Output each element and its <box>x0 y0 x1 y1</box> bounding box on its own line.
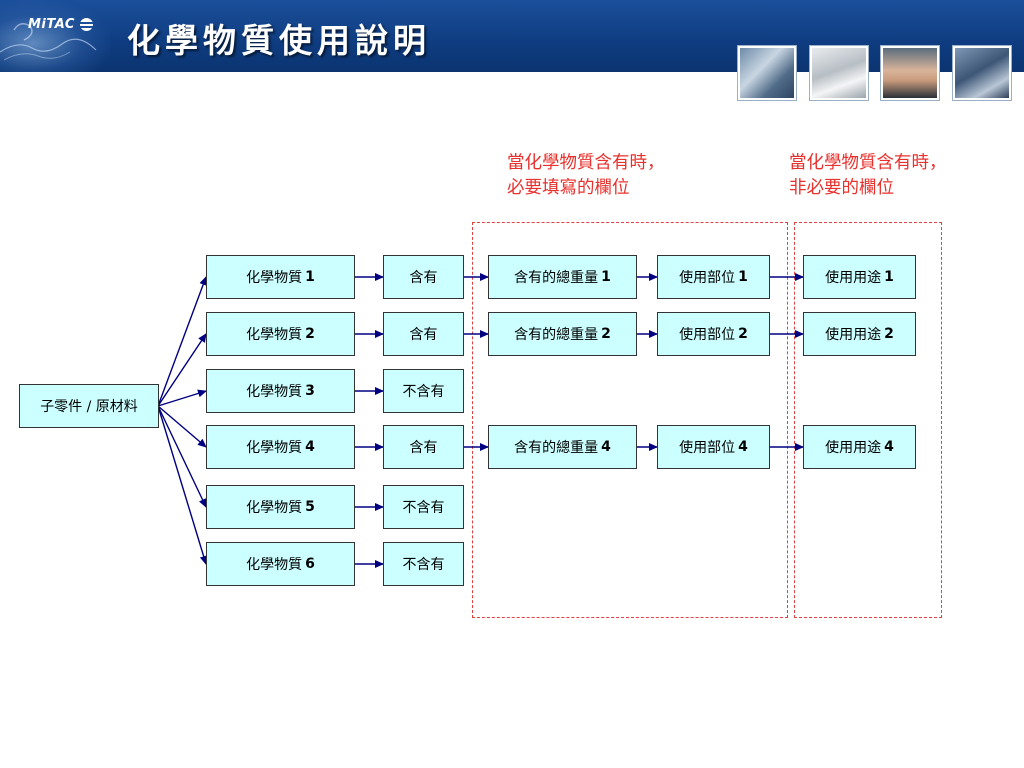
root-to-chemical-arrow <box>157 405 207 448</box>
root-to-chemical-arrow <box>157 405 207 508</box>
usage-part-box-label: 使用部位 <box>679 327 736 343</box>
usage-purpose-box-label: 使用用途 <box>825 327 882 343</box>
chemical-box-number: 5 <box>305 499 315 515</box>
total-weight-box-number: 4 <box>601 439 611 455</box>
tablet-photo <box>738 46 796 100</box>
company-logo: MiTAC <box>28 17 75 32</box>
required-fields-note: 當化學物質含有時， 必要填寫的欄位 <box>507 151 665 201</box>
optional-fields-note: 當化學物質含有時， 非必要的欄位 <box>789 151 947 201</box>
chemical-box-number: 2 <box>305 326 315 342</box>
status-box: 含有 <box>383 312 464 356</box>
status-box-label: 不含有 <box>402 557 445 573</box>
chemical-box-label: 化學物質 <box>246 440 303 456</box>
optional-fields-zone <box>794 222 942 618</box>
header-bar: MiTAC 化學物質使用說明 <box>0 0 1024 72</box>
usage-purpose-box-label: 使用用途 <box>825 270 882 286</box>
person-photo <box>881 46 939 100</box>
usage-part-box-label: 使用部位 <box>679 440 736 456</box>
root-part-box: 子零件 / 原材料 <box>19 384 159 428</box>
total-weight-box-label: 含有的總重量 <box>514 440 599 456</box>
chemical-box-label: 化學物質 <box>246 327 303 343</box>
chemical-box-number: 4 <box>305 439 315 455</box>
chemical-box-label: 化學物質 <box>246 500 303 516</box>
usage-part-box-number: 1 <box>738 269 748 285</box>
usage-part-box-number: 4 <box>738 439 748 455</box>
page-title: 化學物質使用說明 <box>127 21 431 60</box>
usage-purpose-box-label: 使用用途 <box>825 440 882 456</box>
note-line: 非必要的欄位 <box>789 178 894 198</box>
chemical-box-label: 化學物質 <box>246 270 303 286</box>
total-weight-box-number: 2 <box>601 326 611 342</box>
chemical-box-number: 3 <box>305 383 315 399</box>
product-photo <box>810 46 868 100</box>
status-box-label: 不含有 <box>402 500 445 516</box>
status-box: 含有 <box>383 425 464 469</box>
required-fields-zone <box>472 222 788 618</box>
note-line: 必要填寫的欄位 <box>507 178 630 198</box>
total-weight-box-label: 含有的總重量 <box>514 327 599 343</box>
root-to-chemical-arrow <box>157 276 207 407</box>
usage-purpose-box-number: 1 <box>884 269 894 285</box>
root-to-chemical-arrow <box>157 389 207 407</box>
header-decoration <box>0 0 110 72</box>
status-box-label: 不含有 <box>402 384 445 400</box>
device-photo <box>953 46 1011 100</box>
logo-globe-icon <box>80 18 93 31</box>
status-box: 不含有 <box>383 369 464 413</box>
status-box-label: 含有 <box>409 270 438 286</box>
status-box-label: 含有 <box>409 440 438 456</box>
status-box: 不含有 <box>383 542 464 586</box>
status-box-label: 含有 <box>409 327 438 343</box>
chemical-box-number: 1 <box>305 269 315 285</box>
total-weight-box-number: 1 <box>601 269 611 285</box>
chemical-box-label: 化學物質 <box>246 557 303 573</box>
usage-part-box-label: 使用部位 <box>679 270 736 286</box>
root-to-chemical-arrow <box>157 405 208 565</box>
chemical-box-number: 6 <box>305 556 315 572</box>
usage-purpose-box-number: 2 <box>884 326 894 342</box>
usage-part-box-number: 2 <box>738 326 748 342</box>
total-weight-box-label: 含有的總重量 <box>514 270 599 286</box>
root-to-chemical-arrow <box>157 333 207 407</box>
usage-purpose-box-number: 4 <box>884 439 894 455</box>
status-box: 不含有 <box>383 485 464 529</box>
status-box: 含有 <box>383 255 464 299</box>
note-line: 當化學物質含有時， <box>507 153 665 173</box>
note-line: 當化學物質含有時， <box>789 153 947 173</box>
chemical-box-label: 化學物質 <box>246 384 303 400</box>
